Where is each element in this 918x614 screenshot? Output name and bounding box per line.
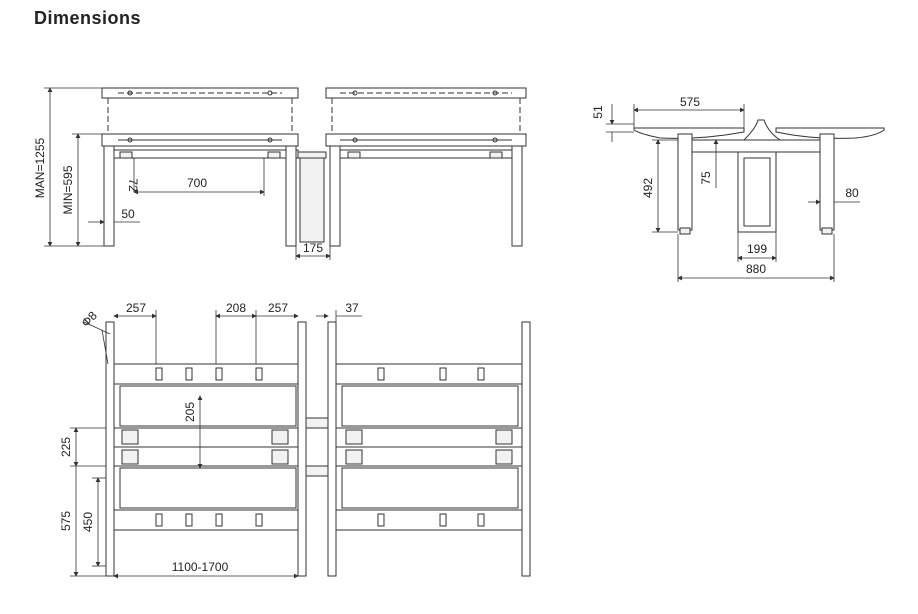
front-view: MAN=1255 MIN=595 72 700 50 175 xyxy=(33,87,527,260)
dim-37: 37 xyxy=(345,301,359,315)
desk-top-right xyxy=(775,127,885,139)
dim-225: 225 xyxy=(59,437,73,457)
dim-257-left: 257 xyxy=(126,301,146,315)
dim-width-range: 1100-1700 xyxy=(172,560,229,574)
dim-72: 72 xyxy=(126,178,140,192)
dim-80: 80 xyxy=(845,186,859,200)
dim-199: 199 xyxy=(747,242,767,256)
center-column xyxy=(299,157,325,243)
top-view: 257 208 257 37 Φ8 205 225 575 xyxy=(59,301,531,579)
dim-450: 450 xyxy=(81,512,95,532)
leg-4 xyxy=(511,145,523,247)
leg-3 xyxy=(329,145,341,247)
dim-700: 700 xyxy=(187,176,207,190)
dim-492: 492 xyxy=(641,178,655,198)
dim-880: 880 xyxy=(746,262,766,276)
page-title: Dimensions xyxy=(34,8,142,28)
dim-50: 50 xyxy=(121,207,135,221)
dim-208: 208 xyxy=(226,301,246,315)
desk-top-left xyxy=(633,127,745,139)
dim-75: 75 xyxy=(699,171,713,185)
side-leg-right xyxy=(819,133,835,231)
leg-1 xyxy=(103,145,115,247)
leg-2 xyxy=(285,145,297,247)
dim-575: 575 xyxy=(59,511,73,531)
dim-205: 205 xyxy=(183,402,197,422)
dim-max-height: MAN=1255 xyxy=(33,137,47,198)
side-leg-left xyxy=(677,133,693,231)
dim-175: 175 xyxy=(303,241,323,255)
dim-min-height: MIN=595 xyxy=(61,165,75,214)
dim-575-top: 575 xyxy=(680,95,700,109)
side-view: 575 51 492 75 80 199 880 xyxy=(591,95,885,282)
dim-phi8: Φ8 xyxy=(78,308,100,330)
dim-51: 51 xyxy=(591,105,605,119)
dim-257-right: 257 xyxy=(268,301,288,315)
